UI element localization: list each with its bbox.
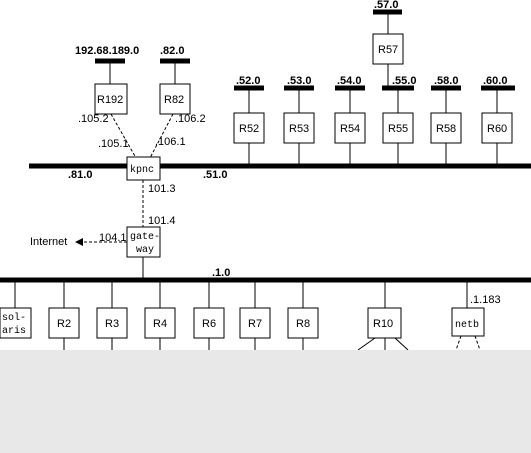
cutoff-region bbox=[0, 350, 531, 453]
addr-101-4: 101.4 bbox=[148, 215, 176, 227]
router-r58-label: R58 bbox=[436, 123, 456, 135]
net-55-label: .55.0 bbox=[392, 75, 416, 87]
host-netb-label: netb bbox=[455, 319, 479, 331]
net-58-stub: .58.0 bbox=[431, 75, 461, 91]
net-53-label: .53.0 bbox=[287, 75, 311, 87]
router-r192[interactable]: R192 bbox=[94, 83, 128, 115]
netb-dashed-links bbox=[455, 335, 481, 351]
internet-label: Internet bbox=[30, 236, 67, 248]
net-54-stub: .54.0 bbox=[335, 75, 365, 91]
addr-104-1: 104.1 bbox=[99, 232, 127, 244]
router-r52-label: R52 bbox=[239, 123, 259, 135]
router-r52[interactable]: R52 bbox=[233, 112, 265, 144]
router-r60-label: R60 bbox=[487, 123, 507, 135]
router-r7[interactable]: R7 bbox=[239, 307, 271, 339]
addr-105-2: .105.2 bbox=[78, 113, 109, 125]
net-81-label: .81.0 bbox=[68, 169, 92, 181]
router-r192-label: R192 bbox=[97, 94, 123, 106]
router-r82[interactable]: R82 bbox=[159, 83, 191, 115]
router-r60[interactable]: R60 bbox=[481, 112, 513, 144]
router-r4-label: R4 bbox=[153, 318, 167, 330]
addr-101-3: 101.3 bbox=[148, 183, 176, 195]
arrow-left-icon bbox=[75, 238, 83, 246]
router-r82-label: R82 bbox=[164, 94, 184, 106]
router-r2-label: R2 bbox=[57, 318, 71, 330]
router-r55-label: R55 bbox=[388, 123, 408, 135]
net-82-stub: .82.0 bbox=[160, 45, 190, 64]
net-52-stub: .52.0 bbox=[234, 75, 264, 91]
kpnc-dashed-links bbox=[82, 113, 174, 243]
net-192-label: 192.68.189.0 bbox=[75, 45, 139, 57]
net-60-stub: .60.0 bbox=[481, 75, 515, 91]
router-r3[interactable]: R3 bbox=[96, 307, 128, 339]
router-r7-label: R7 bbox=[248, 318, 262, 330]
upper-router-links bbox=[248, 88, 498, 166]
net-60-label: .60.0 bbox=[483, 75, 507, 87]
host-solaris[interactable]: sol- aris bbox=[0, 307, 32, 339]
lower-router-links bbox=[14, 280, 468, 351]
net-54-label: .54.0 bbox=[337, 75, 361, 87]
router-r57-label: R57 bbox=[378, 44, 398, 56]
router-r10-label: R10 bbox=[373, 318, 393, 330]
addr-1-183: .1.183 bbox=[470, 294, 501, 306]
addr-106-1: .106.1 bbox=[155, 136, 186, 148]
net-51-label: .51.0 bbox=[203, 169, 227, 181]
router-r54[interactable]: R54 bbox=[334, 112, 366, 144]
router-r2[interactable]: R2 bbox=[48, 307, 80, 339]
addr-105-1: .105.1 bbox=[98, 138, 129, 150]
router-r53[interactable]: R53 bbox=[283, 112, 315, 144]
host-gateway-label-2: way bbox=[136, 245, 154, 256]
host-kpnc[interactable]: kpnc bbox=[126, 156, 161, 181]
host-gateway[interactable]: gate- way bbox=[126, 226, 161, 258]
addr-106-2: .106.2 bbox=[175, 113, 206, 125]
router-r4[interactable]: R4 bbox=[144, 307, 176, 339]
host-gateway-label-1: gate- bbox=[130, 232, 160, 243]
router-r6[interactable]: R6 bbox=[193, 307, 225, 339]
router-r8-label: R8 bbox=[296, 318, 310, 330]
net-53-stub: .53.0 bbox=[284, 75, 314, 91]
net-57-stub: .57.0 bbox=[373, 0, 402, 15]
host-netb[interactable]: netb bbox=[451, 307, 485, 337]
router-r53-label: R53 bbox=[289, 123, 309, 135]
net-57-label: .57.0 bbox=[374, 0, 398, 11]
router-r57[interactable]: R57 bbox=[372, 33, 404, 65]
net-55-stub: .55.0 bbox=[382, 75, 416, 91]
router-r6-label: R6 bbox=[202, 318, 216, 330]
router-r10[interactable]: R10 bbox=[367, 307, 402, 339]
host-solaris-label-2: aris bbox=[2, 325, 26, 337]
router-r55[interactable]: R55 bbox=[382, 112, 414, 144]
net-82-label: .82.0 bbox=[160, 45, 184, 57]
router-r58[interactable]: R58 bbox=[430, 112, 462, 144]
net-1-label: .1.0 bbox=[212, 267, 230, 279]
net-58-label: .58.0 bbox=[434, 75, 458, 87]
router-r3-label: R3 bbox=[105, 318, 119, 330]
host-kpnc-label: kpnc bbox=[130, 164, 154, 176]
host-solaris-label-1: sol- bbox=[2, 312, 26, 324]
net-52-label: .52.0 bbox=[236, 75, 260, 87]
router-r8[interactable]: R8 bbox=[287, 307, 319, 339]
router-r54-label: R54 bbox=[340, 123, 360, 135]
net-192-stub: 192.68.189.0 bbox=[75, 45, 139, 64]
